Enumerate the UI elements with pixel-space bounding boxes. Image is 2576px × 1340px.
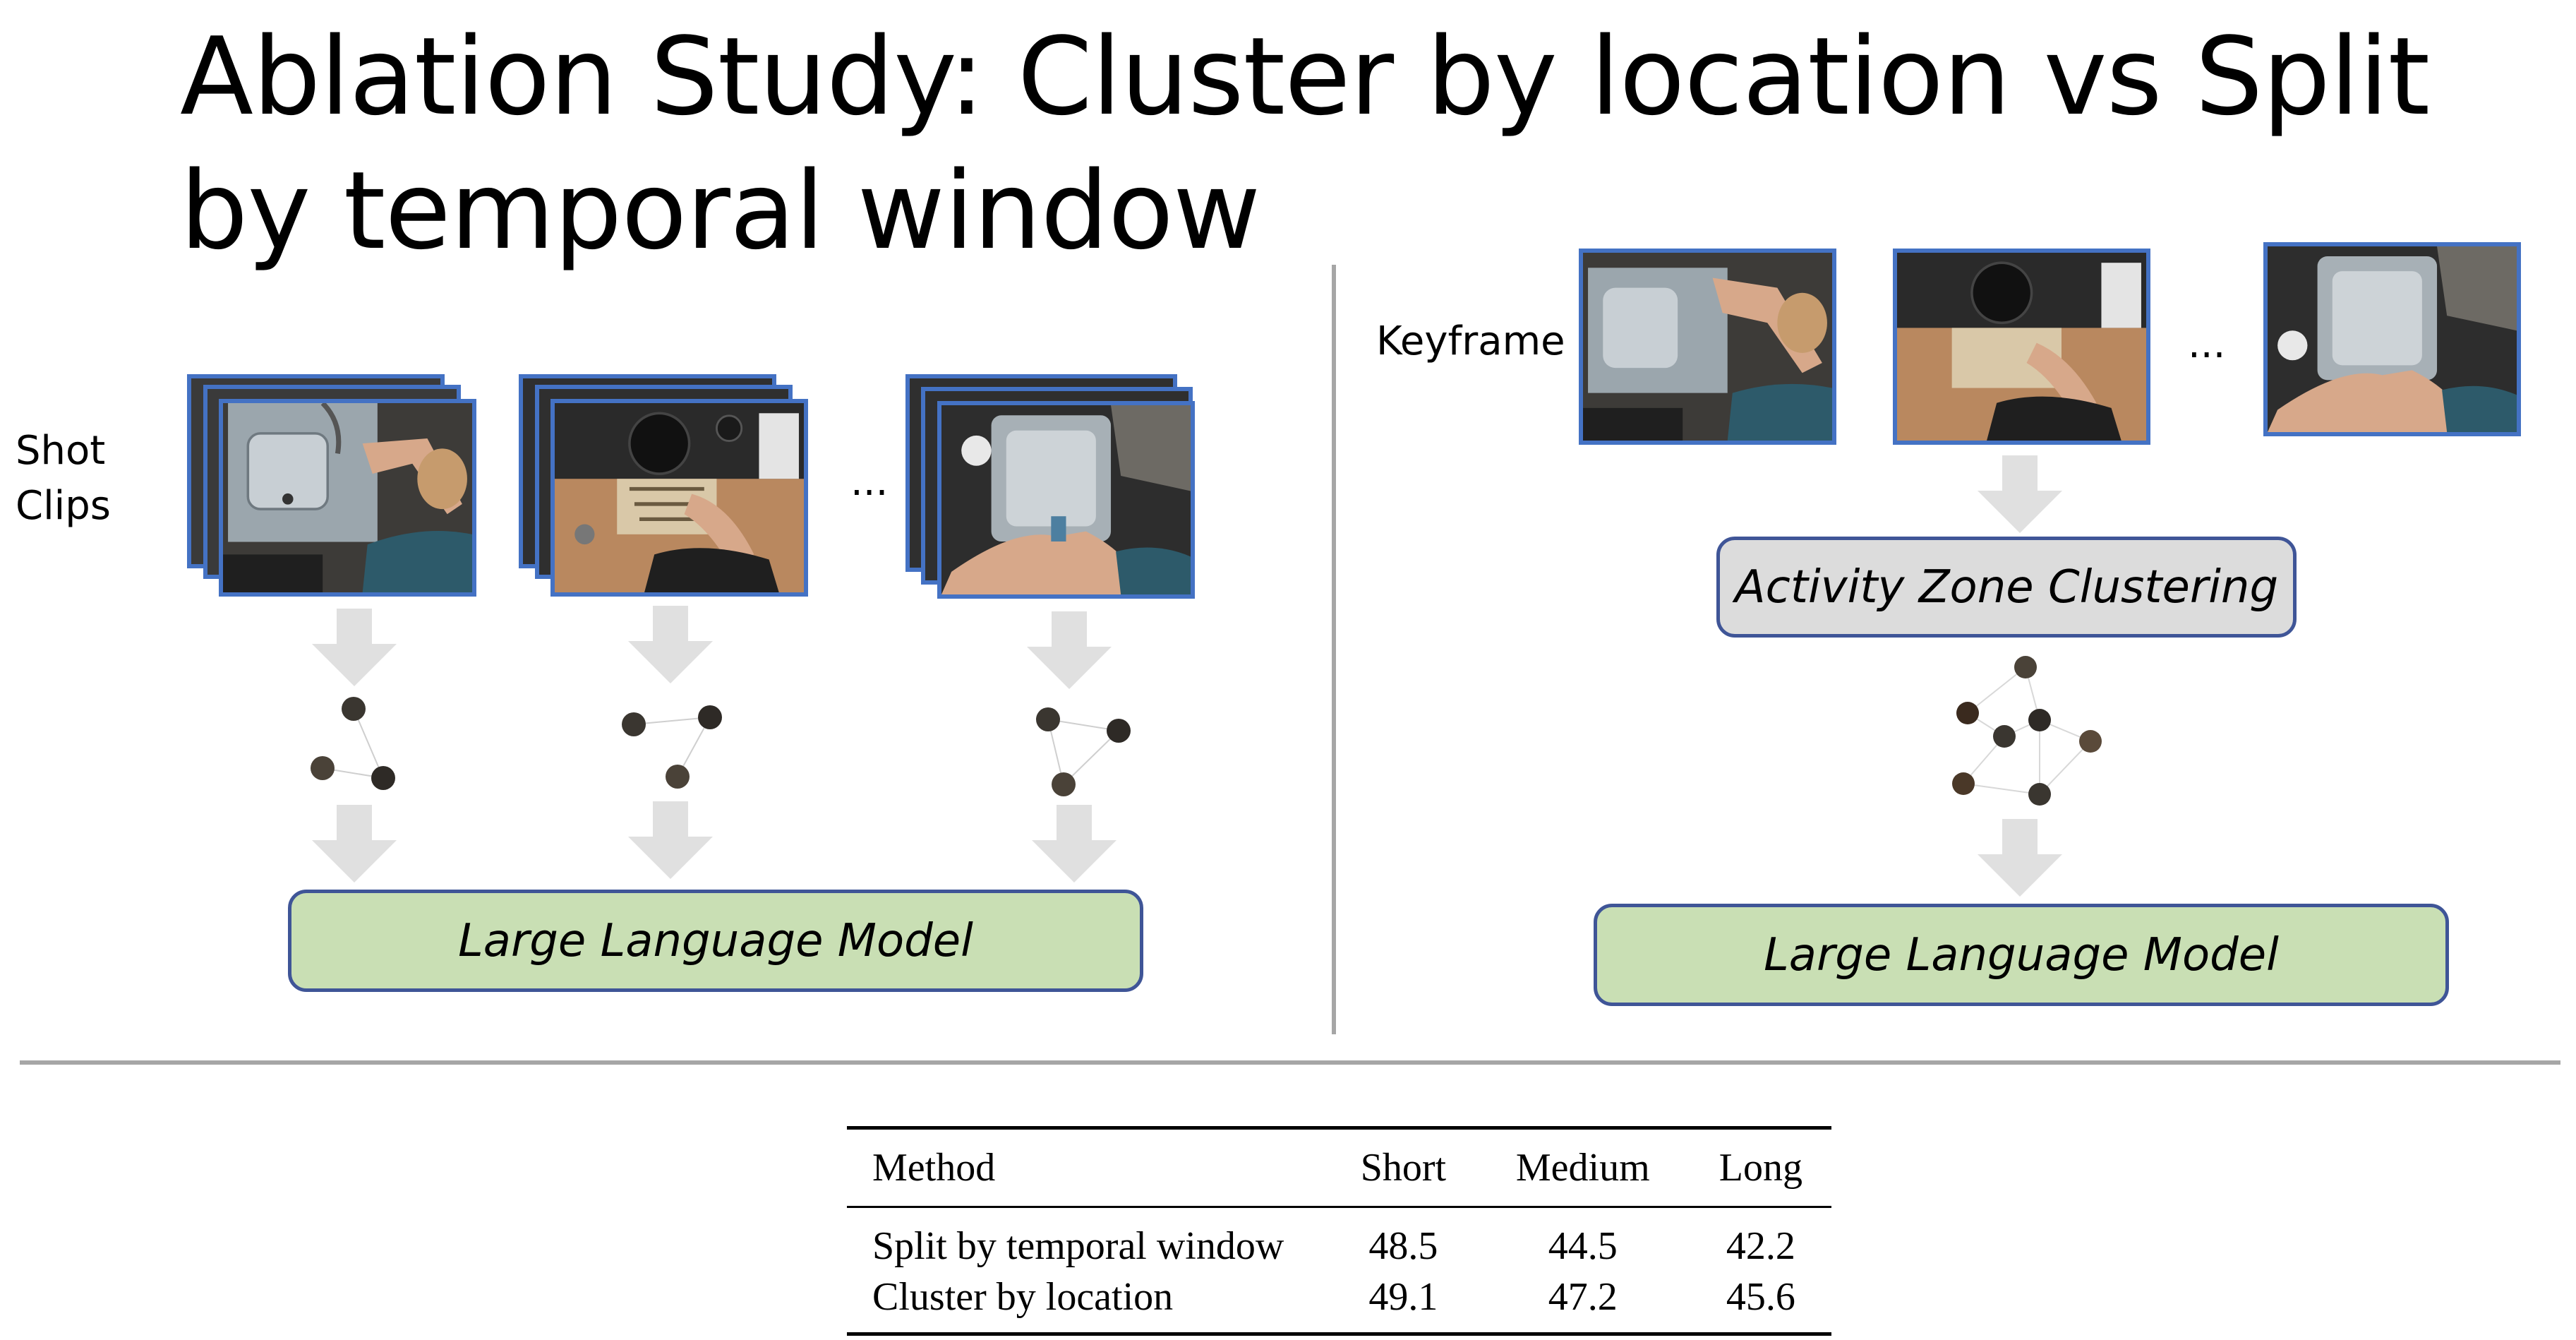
- arrow-down-icon: [312, 805, 397, 883]
- table-cell: 49.1: [1368, 1275, 1438, 1319]
- table-cell: 47.2: [1548, 1275, 1618, 1319]
- shot-clip-stack-2-front: [550, 399, 808, 597]
- node-graph-2: [613, 699, 733, 791]
- horizontal-divider: [20, 1060, 2560, 1065]
- table-header-row: Method Short Medium Long: [847, 1127, 1831, 1207]
- results-table: Method Short Medium Long Split by tempor…: [847, 1126, 1831, 1336]
- node-graph-3: [1027, 702, 1147, 801]
- results-table-wrap: Method Short Medium Long Split by tempor…: [847, 1126, 1831, 1336]
- header-short: Short: [1360, 1146, 1447, 1190]
- arrow-down-icon: [1027, 611, 1112, 689]
- header-long: Long: [1719, 1146, 1802, 1190]
- table-cell: 42.2: [1726, 1224, 1795, 1268]
- vertical-divider: [1332, 265, 1336, 1034]
- arrow-down-icon: [1978, 455, 2062, 533]
- table-cell: Split by temporal window: [872, 1224, 1284, 1268]
- header-method: Method: [872, 1146, 996, 1190]
- table-row: Cluster by location 49.1 47.2 45.6: [847, 1272, 1831, 1334]
- table-cell: Cluster by location: [872, 1275, 1174, 1319]
- node-graph-1: [300, 692, 406, 791]
- table-row: Split by temporal window 48.5 44.5 42.2: [847, 1207, 1831, 1272]
- arrow-down-icon: [1978, 819, 2062, 897]
- keyframe-1: [1579, 249, 1836, 445]
- left-llm-box: Large Language Model: [288, 890, 1143, 992]
- keyframe-3: [2263, 242, 2521, 436]
- left-ellipsis: ...: [850, 459, 889, 505]
- slide-title: Ablation Study: Cluster by location vs S…: [180, 14, 2430, 273]
- right-llm-box: Large Language Model: [1594, 904, 2449, 1006]
- table-cell: 44.5: [1548, 1224, 1618, 1268]
- shot-clip-stack-3-front: [937, 401, 1195, 599]
- activity-zone-clustering-label: Activity Zone Clustering: [1734, 561, 2279, 614]
- right-ellipsis: ...: [2188, 321, 2226, 367]
- shot-clips-label-line1: Shot: [16, 428, 106, 474]
- shot-clips-label-line2: Clips: [16, 483, 111, 529]
- shot-clips-label: Shot Clips: [16, 424, 111, 534]
- arrow-down-icon: [1032, 805, 1117, 883]
- keyframe-2: [1893, 249, 2150, 445]
- keyframe-label: Keyframe: [1376, 318, 1565, 364]
- shot-clip-stack-1-front: [219, 399, 476, 597]
- activity-zone-clustering-box: Activity Zone Clustering: [1716, 537, 2297, 638]
- table-cell: 48.5: [1368, 1224, 1438, 1268]
- arrow-down-icon: [628, 801, 713, 879]
- left-llm-label: Large Language Model: [458, 914, 973, 967]
- arrow-down-icon: [312, 609, 397, 686]
- arrow-down-icon: [628, 606, 713, 683]
- header-medium: Medium: [1515, 1146, 1650, 1190]
- right-llm-label: Large Language Model: [1764, 928, 2279, 981]
- cluster-node-graph: [1934, 646, 2103, 815]
- table-cell: 45.6: [1726, 1275, 1795, 1319]
